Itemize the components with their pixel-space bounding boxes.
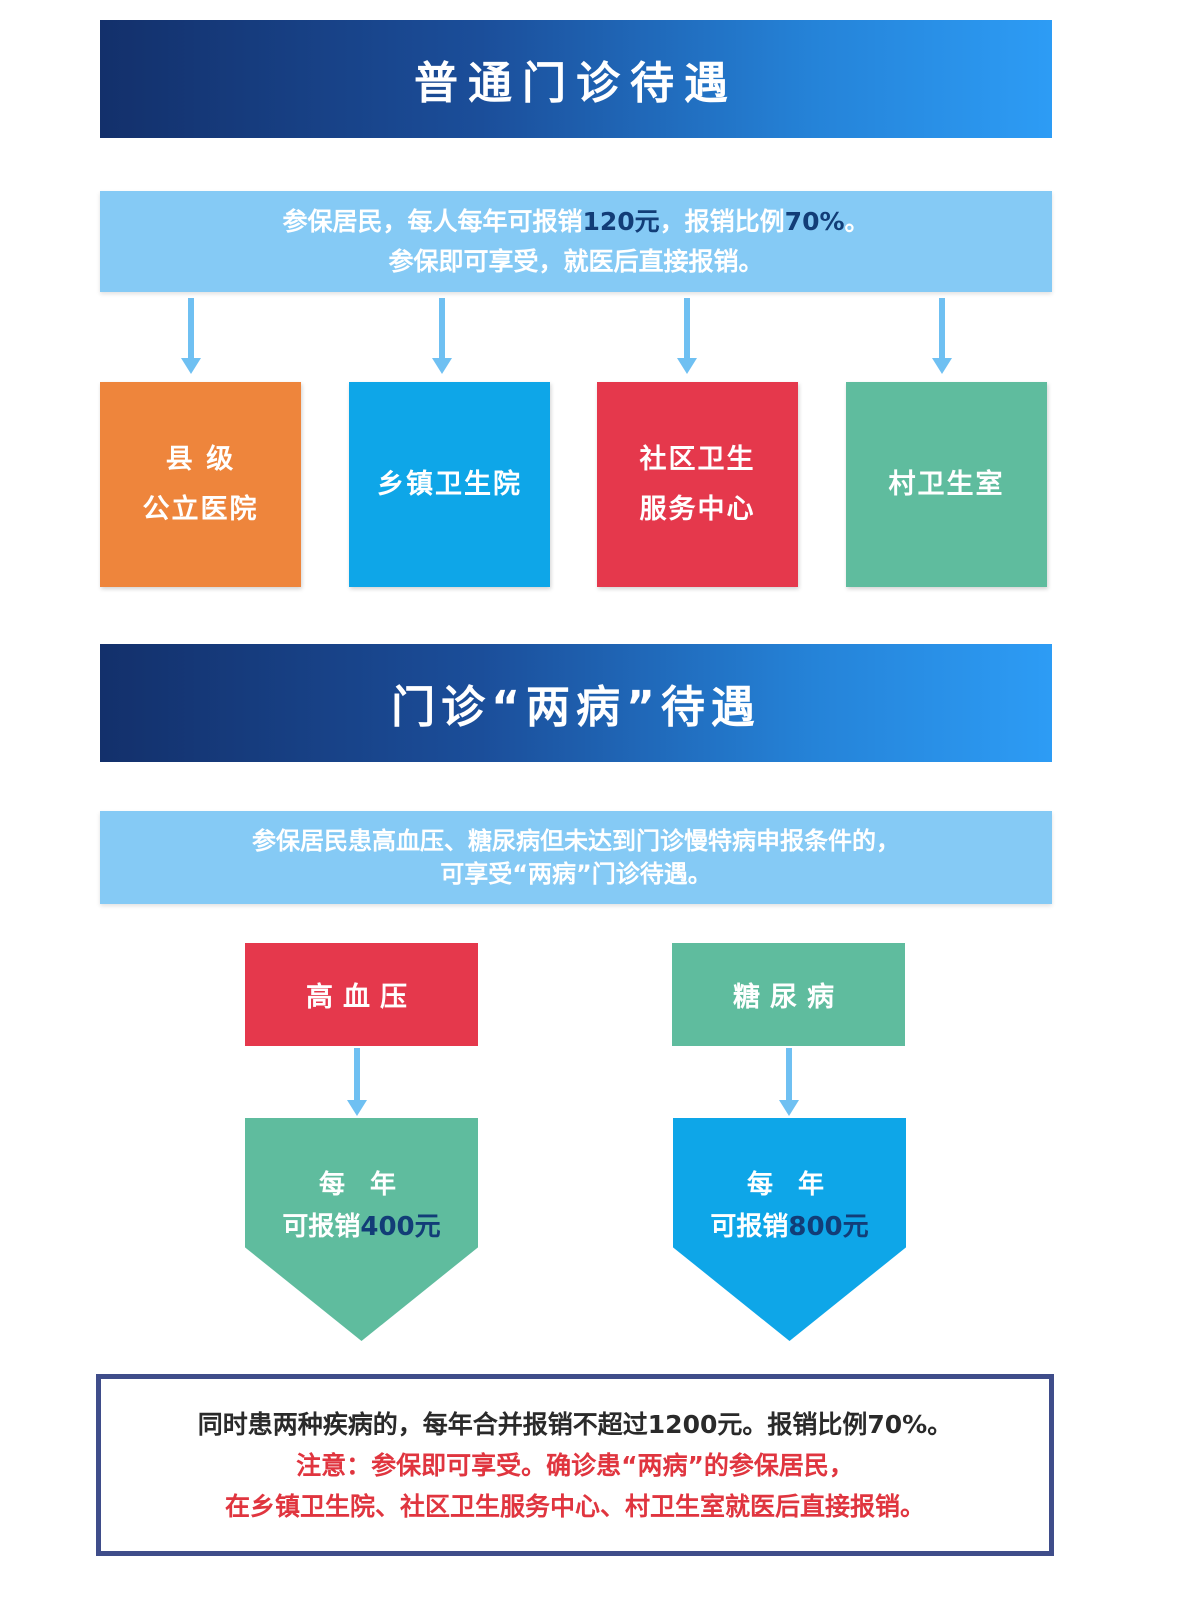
arrow-down-icon	[779, 1048, 799, 1118]
diabetes-reimbursement: 每 年 可报销800元	[673, 1118, 906, 1341]
result-line2: 可报销400元	[282, 1206, 440, 1248]
facility-label-line1: 社区卫生	[639, 443, 756, 475]
section-header-general-outpatient: 普通门诊待遇	[100, 20, 1052, 138]
arrow-down-icon	[432, 298, 452, 374]
arrow-down-icon	[347, 1048, 367, 1118]
info-line-1: 参保居民患高血压、糖尿病但未达到门诊慢特病申报条件的，	[252, 826, 900, 855]
result-prefix: 可报销	[710, 1212, 789, 1242]
result-amount: 400元	[360, 1212, 441, 1242]
arrow-down-icon	[677, 298, 697, 374]
result-prefix: 可报销	[282, 1212, 361, 1242]
reimburse-ratio: 70%	[784, 206, 845, 236]
facility-community-center: 社区卫生 服务中心	[597, 382, 798, 587]
disease-label: 高血压	[306, 982, 417, 1013]
combined-note-box: 同时患两种疾病的，每年合并报销不超过1200元。报销比例70%。 注意：参保即可…	[96, 1374, 1054, 1556]
arrow-down-icon	[932, 298, 952, 374]
arrow-down-icon	[181, 298, 201, 374]
result-line1: 每 年	[746, 1170, 833, 1200]
info-text: ，报销比例	[659, 206, 785, 236]
hypertension-reimbursement: 每 年 可报销400元	[245, 1118, 478, 1341]
section-title: 普通门诊待遇	[414, 58, 738, 109]
note-line-3: 在乡镇卫生院、社区卫生服务中心、村卫生室就医后直接报销。	[224, 1491, 925, 1521]
two-diseases-info-box: 参保居民患高血压、糖尿病但未达到门诊慢特病申报条件的， 可享受“两病”门诊待遇。	[100, 811, 1052, 904]
general-outpatient-info-box: 参保居民，每人每年可报销120元，报销比例70%。 参保即可享受，就医后直接报销…	[100, 191, 1052, 292]
info-text: 参保居民，每人每年可报销	[282, 206, 583, 236]
section-header-two-diseases: 门诊“两病”待遇	[100, 644, 1052, 762]
disease-diabetes: 糖尿病	[672, 943, 905, 1046]
result-amount: 800元	[788, 1212, 869, 1242]
facility-label-line1: 县 级	[165, 443, 236, 475]
facility-label-line1: 村卫生室	[888, 468, 1005, 500]
info-line-1: 参保居民，每人每年可报销120元，报销比例70%。	[282, 202, 869, 242]
result-line1: 每 年	[318, 1170, 405, 1200]
facility-label-line1: 乡镇卫生院	[377, 468, 522, 500]
note-line-2: 注意：参保即可享受。确诊患“两病”的参保居民，	[296, 1450, 854, 1480]
disease-hypertension: 高血压	[245, 943, 478, 1046]
reimburse-amount: 120元	[582, 206, 660, 236]
facility-village-clinic: 村卫生室	[846, 382, 1047, 587]
facility-township-hospital: 乡镇卫生院	[349, 382, 550, 587]
facility-county-hospital: 县 级 公立医院	[100, 382, 301, 587]
info-line-2: 参保即可享受，就医后直接报销。	[388, 246, 764, 276]
info-line-2: 可享受“两病”门诊待遇。	[440, 859, 712, 888]
result-line2: 可报销800元	[710, 1206, 868, 1248]
facility-label-line2: 公立医院	[142, 493, 259, 525]
facility-label-line2: 服务中心	[639, 493, 756, 525]
note-line-1: 同时患两种疾病的，每年合并报销不超过1200元。报销比例70%。	[197, 1409, 953, 1439]
section-title: 门诊“两病”待遇	[391, 682, 761, 733]
info-text: 。	[844, 206, 870, 236]
disease-label: 糖尿病	[733, 982, 844, 1013]
